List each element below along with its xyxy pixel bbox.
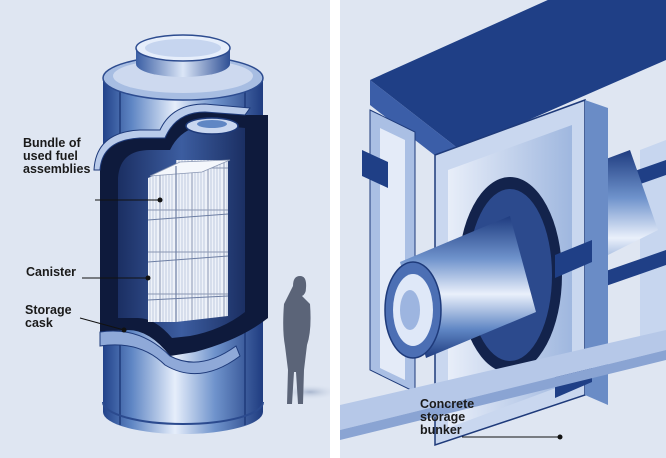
label-concrete-storage-bunker: Concrete storage bunker xyxy=(420,397,475,437)
storage-cask-illustration xyxy=(79,34,330,434)
cask-cut-edge-bottom xyxy=(99,330,241,375)
cask-pointer-line xyxy=(79,317,125,331)
storage-bunker-illustration xyxy=(340,0,666,447)
person-silhouette xyxy=(283,276,311,404)
label-storage-cask: Storage cask xyxy=(25,303,72,330)
cask-cut-edge-top xyxy=(93,103,251,171)
label-bundle-of-used-fuel-assemblies: Bundle of used fuel assemblies xyxy=(23,136,91,176)
fuel-assembly-bundle xyxy=(147,159,231,322)
storage-cask-diagram-panel: Bundle of used fuel assemblies Canister … xyxy=(0,0,330,458)
storage-bunker-diagram-panel: Concrete storage bunker xyxy=(340,0,666,458)
bunker-top-beam xyxy=(370,0,666,150)
label-canister: Canister xyxy=(26,265,77,279)
